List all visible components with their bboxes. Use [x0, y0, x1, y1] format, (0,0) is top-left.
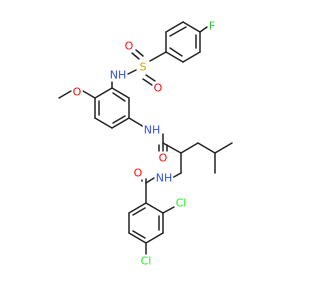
- sulfur-atom: S: [140, 61, 147, 74]
- bond: [145, 177, 155, 184]
- bond: [145, 202, 164, 214]
- benzamide-nitrogen-halo: [154, 171, 174, 185]
- bond: [149, 51, 167, 62]
- fluorine-atom: F: [209, 20, 215, 33]
- molecule-structure-diagram: F S O O NH O NH O NH O Cl Cl: [58, 19, 233, 268]
- methoxy-oxygen: O: [73, 86, 82, 99]
- bond: [94, 117, 113, 129]
- bond: [132, 207, 146, 216]
- chlorine-atom-lower-halo: [139, 254, 153, 268]
- bond: [199, 26, 208, 33]
- sulfonyl-oxygen-left-halo: [123, 39, 135, 53]
- bond: [128, 117, 145, 128]
- amide-oxygen-upper: O: [159, 152, 168, 165]
- bond: [111, 117, 130, 129]
- bond: [128, 232, 147, 244]
- bond: [145, 74, 156, 82]
- bond: [162, 142, 182, 154]
- bond: [82, 90, 96, 99]
- bond: [112, 115, 126, 124]
- bond: [94, 87, 113, 99]
- methoxy-oxygen-halo: [71, 85, 83, 99]
- bond: [197, 142, 216, 154]
- atom-layer: F S O O NH O NH O NH O Cl Cl: [71, 19, 217, 268]
- amide-oxygen-upper-halo: [157, 151, 169, 165]
- bond: [165, 51, 184, 63]
- sulfonamide-nitrogen-halo: [108, 68, 128, 82]
- chlorine-atom-upper-halo: [174, 196, 188, 210]
- bond: [135, 49, 144, 57]
- bond: [182, 51, 201, 63]
- fluorine-atom-halo: [207, 19, 217, 33]
- bond-layer: [58, 21, 233, 257]
- bond: [165, 21, 184, 33]
- bond: [171, 172, 182, 179]
- bond: [131, 52, 140, 60]
- bond: [214, 142, 233, 154]
- sulfonyl-oxygen-left: O: [125, 40, 134, 53]
- bond: [111, 87, 130, 99]
- bond: [142, 78, 153, 86]
- amide-oxygen-lower-halo: [132, 166, 144, 180]
- anilide-nitrogen: NH: [144, 124, 161, 137]
- bond: [132, 230, 146, 239]
- sulfonyl-oxygen-right: O: [154, 82, 163, 95]
- sulfonamide-nitrogen: NH: [110, 69, 127, 82]
- bond: [180, 142, 199, 154]
- bond: [58, 90, 72, 99]
- chlorine-atom-lower: Cl: [141, 255, 152, 268]
- sulfur-atom-halo: [138, 60, 148, 74]
- benzamide-nitrogen: NH: [156, 172, 173, 185]
- bond: [182, 21, 201, 33]
- bond: [169, 47, 183, 57]
- amide-oxygen-lower: O: [134, 167, 143, 180]
- chlorine-atom-upper: Cl: [176, 197, 187, 210]
- anilide-nitrogen-halo: [142, 123, 162, 137]
- bond: [128, 202, 147, 214]
- bond: [169, 26, 187, 37]
- bond: [127, 69, 137, 75]
- bond: [112, 92, 126, 102]
- bond: [162, 206, 175, 214]
- sulfonyl-oxygen-right-halo: [152, 81, 164, 95]
- bond: [145, 232, 164, 244]
